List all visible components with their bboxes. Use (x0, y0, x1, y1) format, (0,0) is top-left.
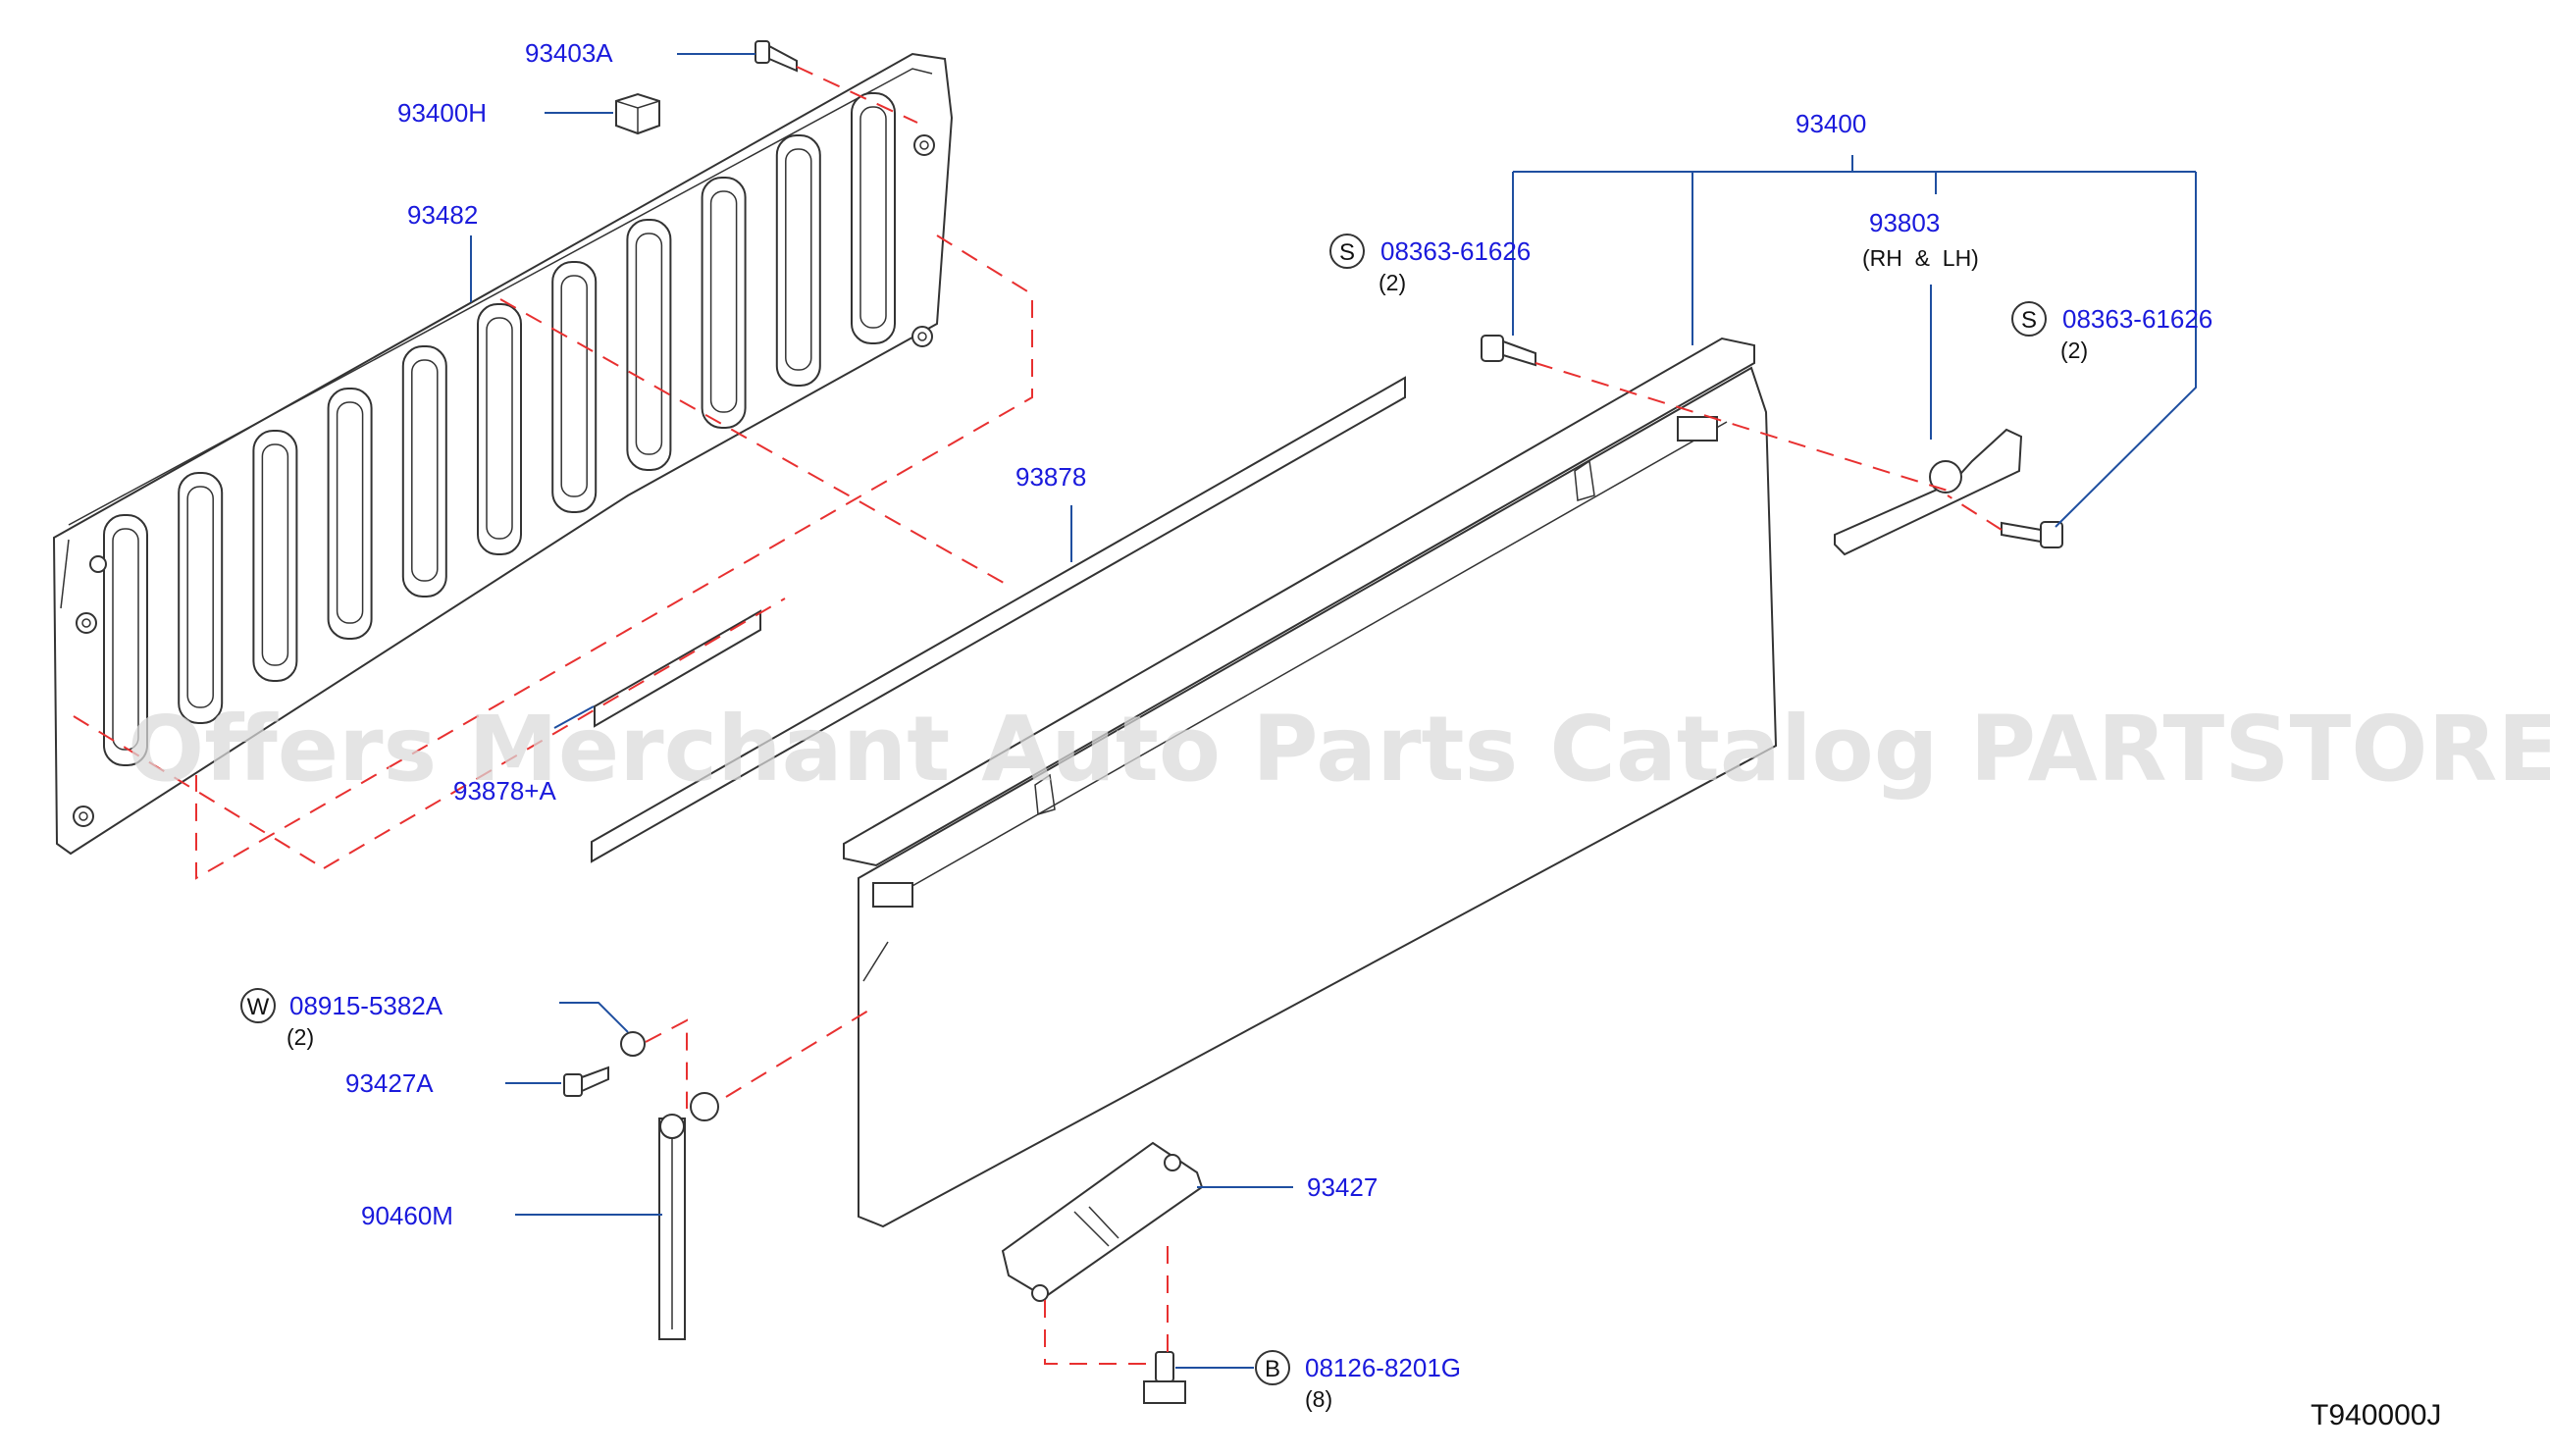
qty-08126: (8) (1305, 1386, 1332, 1412)
assembly-lines (73, 66, 2003, 1365)
panel-slot-inner (186, 486, 214, 708)
symbol-s-left: S (1339, 239, 1355, 266)
latch-handle (1834, 428, 2023, 556)
panel-slot-inner (486, 317, 513, 540)
panel-slot (701, 177, 747, 429)
panel-slot (178, 472, 224, 724)
symbol-w-circle (240, 988, 276, 1023)
panel-slot-inner (411, 359, 439, 582)
panel-slot (851, 92, 896, 344)
panel-slot (327, 388, 373, 640)
panel-slot-inner (261, 443, 289, 666)
symbol-b: B (1265, 1356, 1280, 1382)
label-90460m[interactable]: 90460M (361, 1201, 453, 1230)
washer-part (620, 1031, 646, 1057)
symbol-b-circle (1255, 1350, 1290, 1385)
callout-labels: 93403A 93400H 93482 93400 93803 (RH & LH… (240, 38, 2441, 1431)
label-08915[interactable]: 08915-5382A (289, 991, 443, 1020)
label-93400h[interactable]: 93400H (397, 98, 487, 128)
hinge-part (1001, 1141, 1204, 1302)
label-93878[interactable]: 93878 (1015, 462, 1086, 492)
qty-08915: (2) (286, 1024, 314, 1050)
label-08126[interactable]: 08126-8201G (1305, 1353, 1461, 1382)
panel-slot-inner (635, 233, 663, 455)
label-93878a[interactable]: 93878+A (453, 776, 556, 806)
panel-slot-inner (785, 148, 812, 371)
label-93803-note: (RH & LH) (1862, 245, 1979, 271)
panel-slot (103, 514, 148, 766)
latch-bolts (1481, 335, 2063, 548)
panel-slot (626, 219, 672, 471)
label-93400[interactable]: 93400 (1795, 109, 1866, 138)
panel-slot-inner (336, 401, 364, 624)
symbol-s-right: S (2021, 307, 2037, 334)
panel-slot-inner (112, 528, 139, 751)
figure-code: T940000J (2311, 1399, 2441, 1431)
label-93482[interactable]: 93482 (407, 200, 478, 230)
tailgate-inner-panel (52, 52, 954, 856)
panel-slot (477, 303, 522, 555)
symbol-s-left-circle (1329, 234, 1365, 269)
qty-08363-left: (2) (1379, 270, 1406, 295)
tailgate-shell (843, 337, 1778, 1228)
panel-slot (551, 261, 598, 513)
symbol-w: W (247, 994, 270, 1020)
label-08363-left[interactable]: 08363-61626 (1380, 236, 1531, 266)
label-93403a[interactable]: 93403A (525, 38, 613, 68)
support-cable (658, 1092, 719, 1340)
panel-slot-inner (709, 190, 738, 413)
bolt-93427a (563, 1066, 609, 1097)
panel-slot-inner (560, 275, 588, 497)
panel-slot (775, 134, 821, 387)
clip-part (615, 92, 660, 135)
panel-slot (252, 430, 298, 682)
label-08363-right[interactable]: 08363-61626 (2062, 304, 2212, 334)
panel-slot (401, 345, 447, 598)
qty-08363-right: (2) (2060, 338, 2088, 363)
leader-lines (470, 53, 2197, 1369)
label-93427a[interactable]: 93427A (345, 1068, 434, 1098)
panel-slot-inner (859, 106, 887, 329)
screw-part (755, 40, 798, 73)
symbol-s-right-circle (2011, 301, 2047, 337)
bolt-08126 (1143, 1351, 1186, 1404)
seal-strips (591, 376, 1406, 863)
label-93803[interactable]: 93803 (1869, 208, 1940, 237)
label-93427[interactable]: 93427 (1307, 1172, 1378, 1202)
watermark-text: Offers Merchant Auto Parts Catalog PARTS… (128, 697, 2550, 802)
